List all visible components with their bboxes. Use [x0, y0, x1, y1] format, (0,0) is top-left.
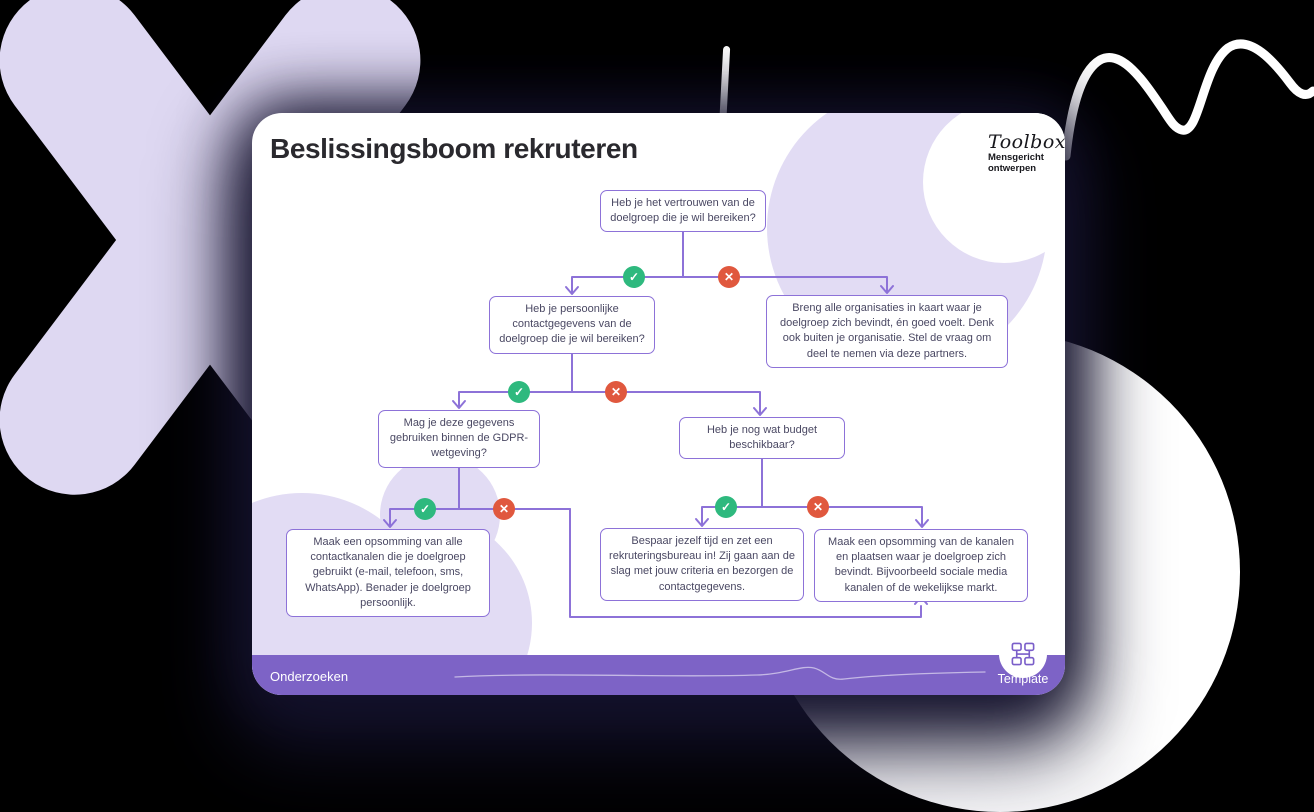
template-card: Beslissingsboom rekruteren Toolbox Mensg…: [252, 113, 1065, 695]
flow-node-organisaties: Breng alle organisaties in kaart waar je…: [766, 295, 1008, 368]
cross-icon: ✕: [605, 381, 627, 403]
cross-icon: ✕: [807, 496, 829, 518]
flow-node-gdpr: Mag je deze gegevens gebruiken binnen de…: [378, 410, 540, 468]
flow-node-rekruteringsbureau: Bespaar jezelf tijd en zet een rekruteri…: [600, 528, 804, 601]
flow-node-contactkanalen: Maak een opsomming van alle contactkanal…: [286, 529, 490, 617]
flow-node-kanalen: Maak een opsomming van de kanalen en pla…: [814, 529, 1028, 602]
decor-white-overlay-circle: [923, 113, 1065, 263]
decor-squiggle-line: [1061, 39, 1314, 161]
check-icon: ✓: [623, 266, 645, 288]
brand-logo-subline-2: ontwerpen: [988, 163, 1037, 175]
check-icon: ✓: [414, 498, 436, 520]
brand-logo-wordmark: Toolbox: [988, 131, 1065, 153]
cross-icon: ✕: [718, 266, 740, 288]
template-chip-label: Template: [997, 672, 1049, 686]
page-title: Beslissingsboom rekruteren: [270, 133, 638, 164]
footer-left-label: Onderzoeken: [270, 669, 349, 684]
template-chip[interactable]: [999, 630, 1047, 678]
check-icon: ✓: [715, 496, 737, 518]
cross-icon: ✕: [493, 498, 515, 520]
footer-bar: Onderzoeken: [252, 655, 1065, 695]
brand-logo: Toolbox Mensgericht ontwerpen: [988, 131, 1065, 175]
brand-logo-subline-1: Mensgericht: [988, 152, 1044, 163]
flow-node-budget: Heb je nog wat budget beschikbaar?: [679, 417, 845, 460]
check-icon: ✓: [508, 381, 530, 403]
flow-node-contactgegevens: Heb je persoonlijke contactgegevens van …: [489, 296, 655, 354]
footer-wavy-line: [454, 666, 986, 680]
flow-node-vertrouwen: Heb je het vertrouwen van de doelgroep d…: [600, 190, 766, 233]
flowchart-grid-icon: [1011, 642, 1035, 666]
